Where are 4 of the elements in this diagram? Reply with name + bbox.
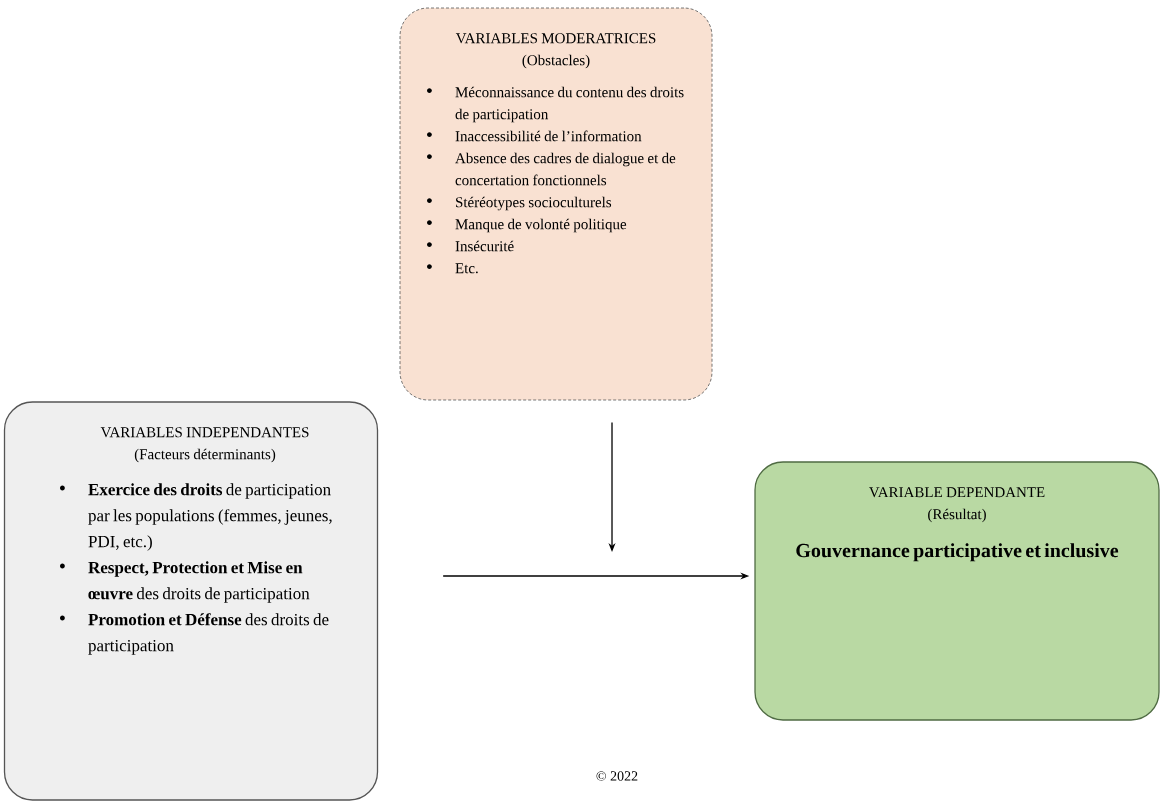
obstacle-box: VARIABLES MODERATRICES (Obstacles) Méconnaissance du contenu des droits de participation Inaccessibilité de l’information Absence des cadres de dialogue et de concertation fonctionnels Stéréotypes socioculturels Manque de volonté politique Insécurité Etc. — [399, 7, 713, 401]
credit-note: © 2022 — [596, 771, 638, 781]
factor-box: VARIABLES INDEPENDANTES (Facteurs déterminants) Exercice des droits de participation par les populations (femmes, jeunes, PDI, etc.) Respect, Protection et Mise en œuvre des droits de participation Promotion et Défense des droits de participation — [3, 401, 379, 801]
result-box: VARIABLE DEPENDANTE (Résultat) Gouvernance participative et inclusive — [754, 461, 1160, 721]
